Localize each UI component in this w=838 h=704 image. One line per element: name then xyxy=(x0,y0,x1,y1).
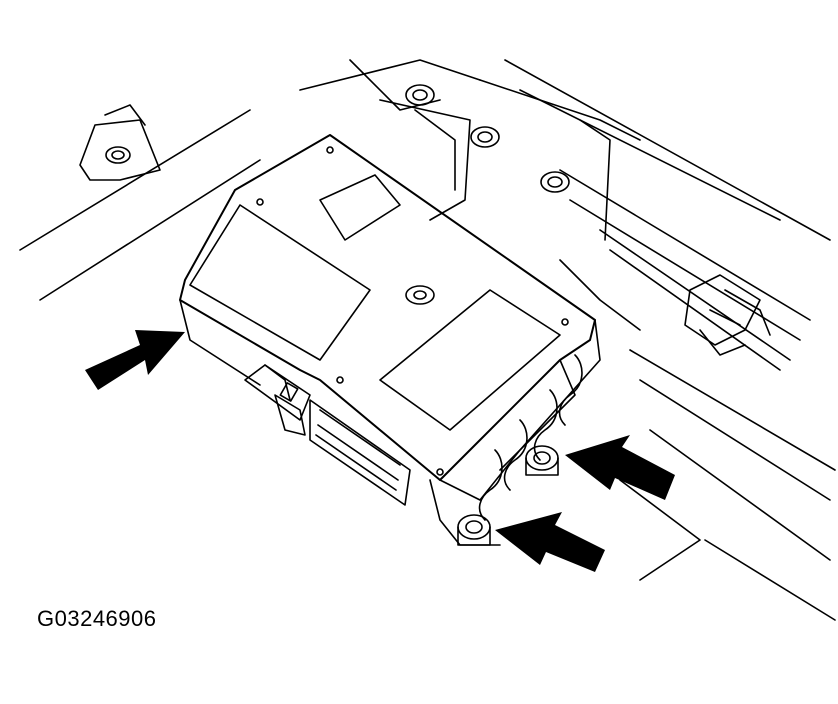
top-bracket xyxy=(379,84,570,221)
figure-code: G03246906 xyxy=(37,606,157,631)
lower-bracket xyxy=(429,479,501,546)
right-stud xyxy=(684,274,771,356)
body-structure xyxy=(19,59,836,621)
mounting-bolt-upper xyxy=(525,445,559,476)
callout-arrows xyxy=(85,330,675,572)
control-module xyxy=(179,134,601,501)
module-flange xyxy=(478,354,583,521)
arrow-module-edge xyxy=(85,330,185,390)
arrow-upper-bolt xyxy=(565,435,675,500)
arrow-lower-bolt xyxy=(495,512,605,572)
harness-connector xyxy=(244,364,411,506)
left-bracket xyxy=(79,104,161,181)
